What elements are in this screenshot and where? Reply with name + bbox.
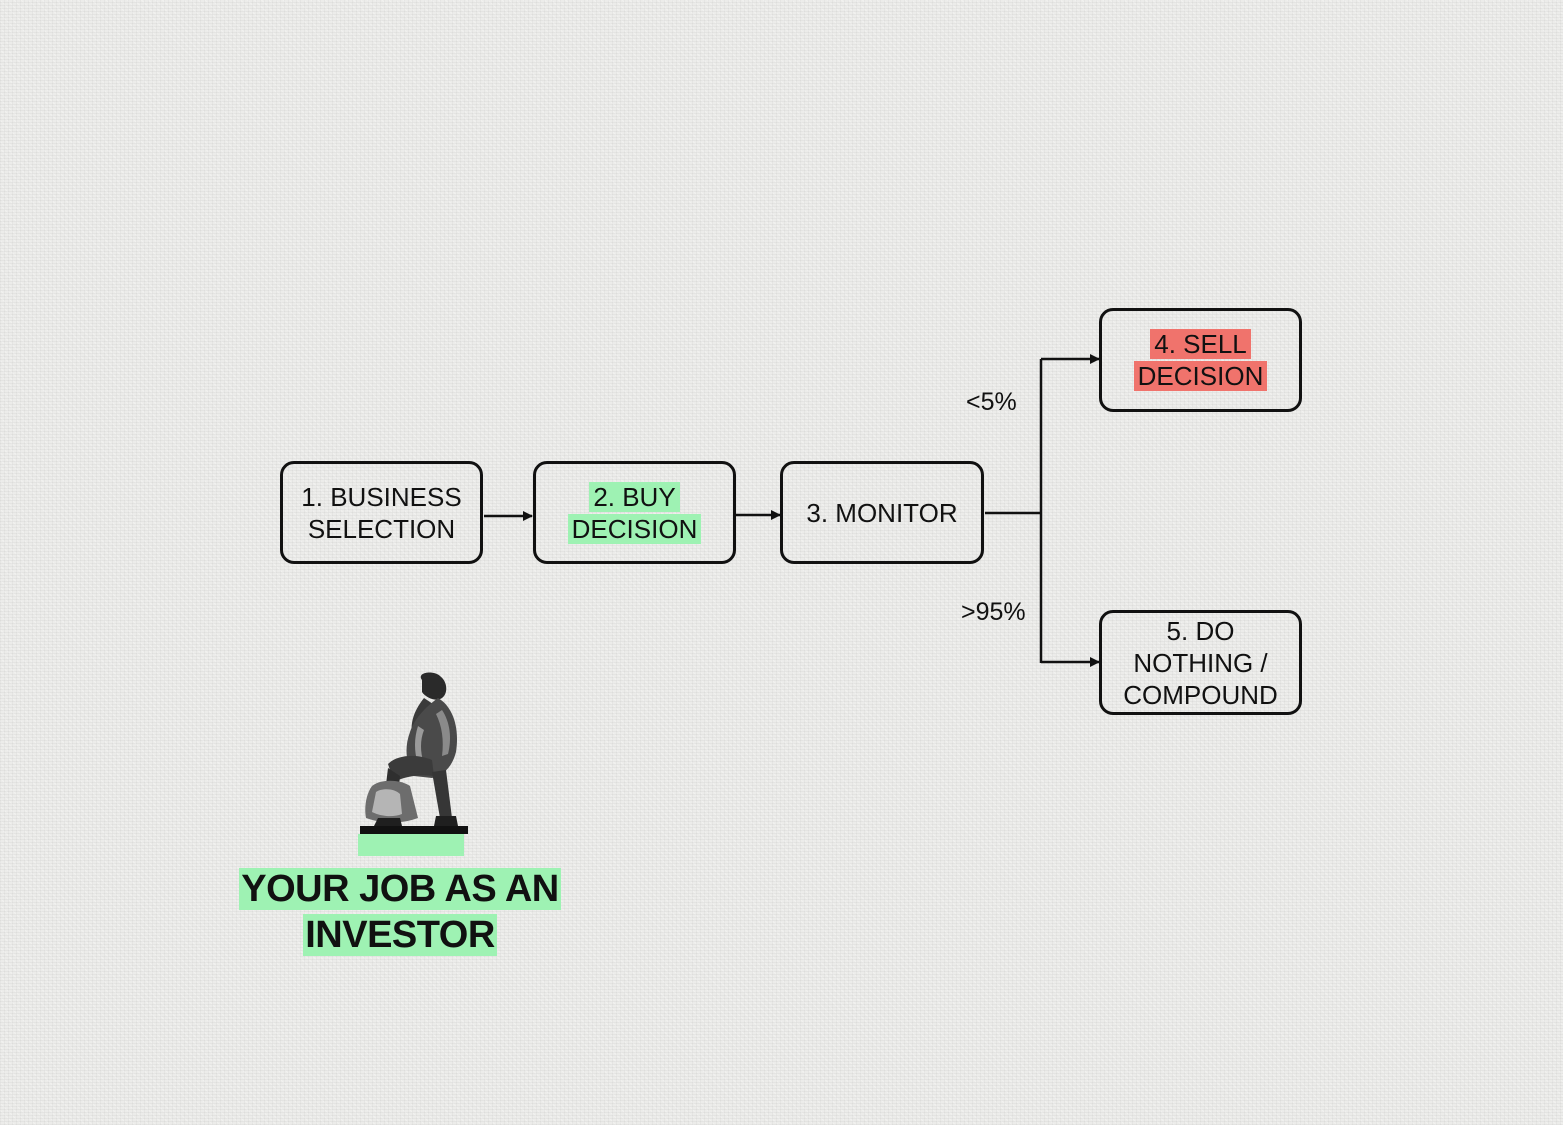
edge-label-sell-percent: <5% (966, 388, 1017, 416)
node-monitor: 3. MONITOR (780, 461, 984, 564)
node-monitor-label: 3. MONITOR (806, 497, 958, 528)
node-business-selection-label: 1. BUSINESS SELECTION (301, 481, 462, 544)
node-do-nothing-label: 5. DO NOTHING / COMPOUND (1123, 615, 1278, 710)
thinker-statue-icon (358, 672, 468, 856)
node-sell-decision-label: 4. SELL DECISION (1133, 329, 1268, 391)
node-business-selection: 1. BUSINESS SELECTION (280, 461, 483, 564)
edge-label-do-nothing-percent: >95% (961, 598, 1026, 626)
node-buy-decision: 2. BUY DECISION (533, 461, 736, 564)
node-do-nothing: 5. DO NOTHING / COMPOUND (1099, 610, 1302, 715)
node-buy-decision-label: 2. BUY DECISION (567, 481, 702, 544)
page-title: YOUR JOB AS AN INVESTOR (200, 866, 600, 958)
page-title-text: YOUR JOB AS AN INVESTOR (239, 868, 561, 956)
node-sell-decision: 4. SELL DECISION (1099, 308, 1302, 412)
